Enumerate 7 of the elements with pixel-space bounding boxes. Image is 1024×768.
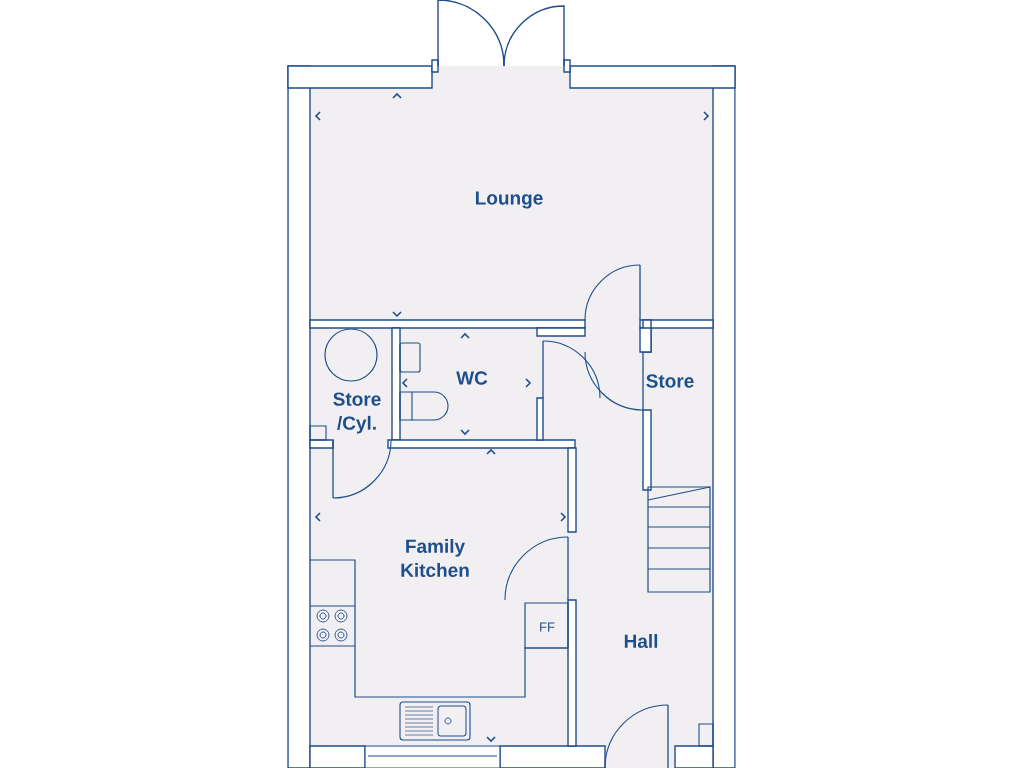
room-label: Family Kitchen — [401, 539, 469, 577]
room-label: Store /Cyl. — [333, 392, 381, 434]
appliance-label: FF — [540, 622, 555, 632]
room-label: Hall — [624, 634, 658, 648]
room-label: Lounge — [476, 191, 543, 209]
room-label: WC — [456, 371, 488, 385]
room-label: Store — [646, 374, 694, 388]
